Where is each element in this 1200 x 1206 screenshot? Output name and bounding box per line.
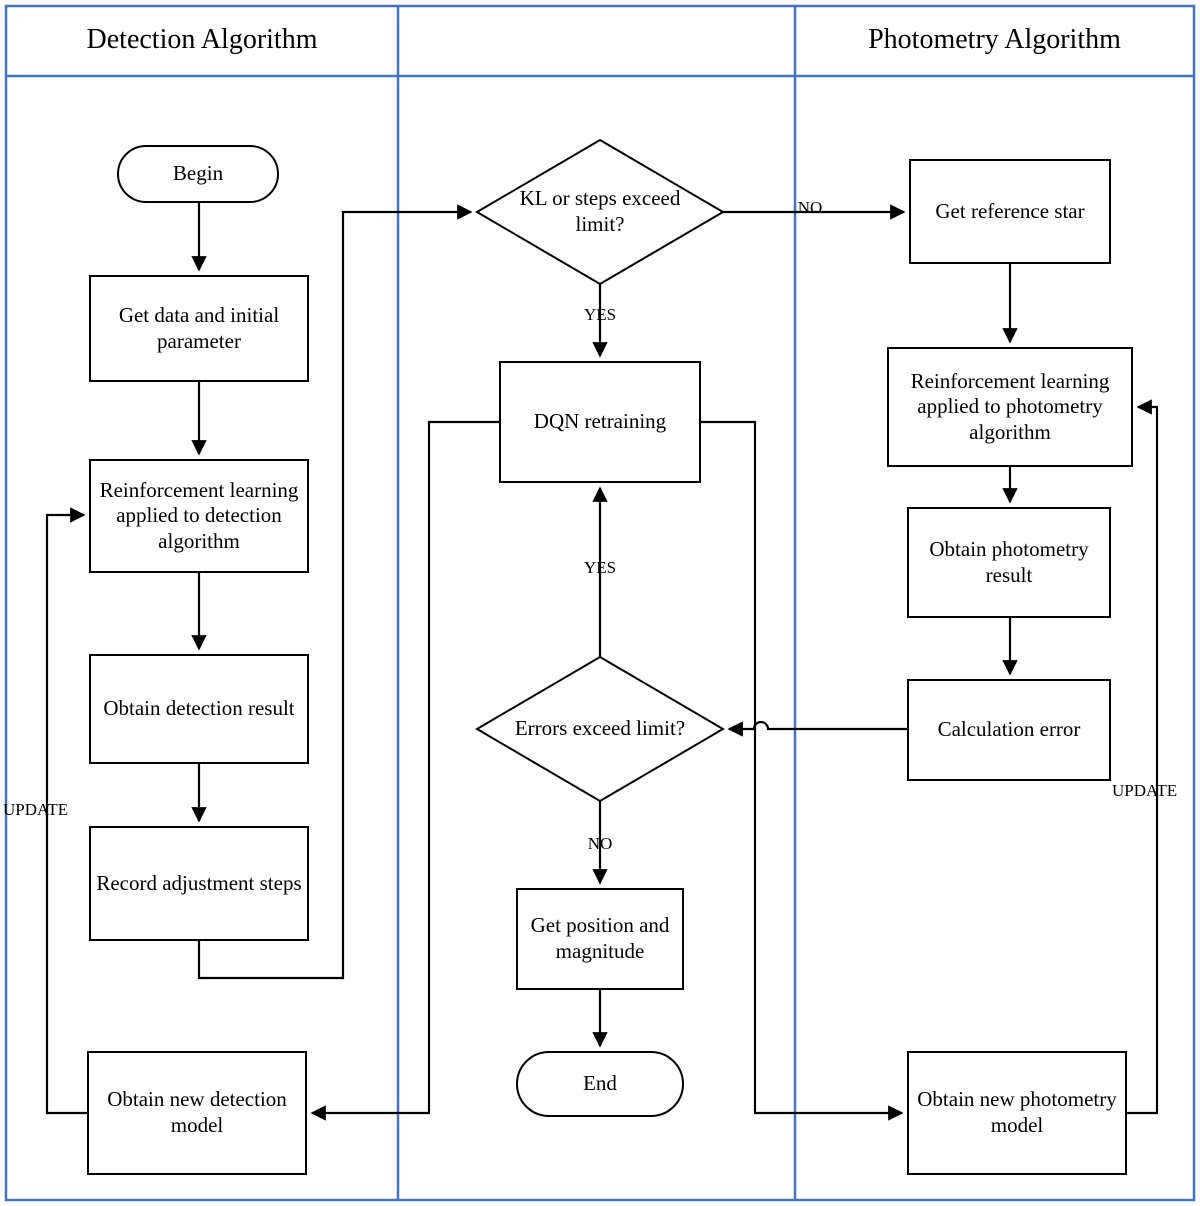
node-rl-photometry-shape[interactable] bbox=[887, 347, 1133, 467]
edge-dqn-to-obtain-new-detection-model bbox=[310, 420, 500, 1121]
node-rl-detection[interactable] bbox=[90, 460, 308, 572]
edge-update-left-loop bbox=[45, 507, 88, 1115]
edge-label-update-right: UPDATE bbox=[1112, 781, 1178, 800]
node-dqn-retraining-shape[interactable] bbox=[499, 361, 701, 483]
node-obtain-photometry-result-shape[interactable] bbox=[907, 507, 1111, 618]
node-errors-exceed[interactable] bbox=[477, 657, 723, 801]
node-begin[interactable] bbox=[118, 146, 278, 202]
edge-recordsteps-to-kl bbox=[197, 204, 473, 980]
edge-label-errors-no: NO bbox=[587, 834, 613, 853]
node-obtain-detection-result[interactable] bbox=[90, 655, 308, 763]
node-obtain-new-detection-model[interactable] bbox=[88, 1052, 306, 1174]
edge-label-kl-yes: YES bbox=[583, 305, 617, 324]
node-get-reference-star[interactable] bbox=[910, 160, 1110, 263]
node-rl-photometry[interactable] bbox=[888, 348, 1132, 466]
edge-calculation-error-to-errors bbox=[727, 720, 908, 737]
node-calculation-error-shape[interactable] bbox=[907, 679, 1111, 781]
edge-dqn-to-obtain-new-photometry-model bbox=[700, 420, 904, 1121]
swimlane-frame bbox=[4, 4, 1196, 1202]
edge-label-errors-yes: YES bbox=[583, 558, 617, 577]
edge-label-kl-no: NO bbox=[797, 198, 823, 217]
node-kl-or-steps[interactable] bbox=[477, 140, 723, 284]
node-end[interactable] bbox=[517, 1052, 683, 1116]
node-get-reference-star-shape[interactable] bbox=[909, 159, 1111, 264]
node-dqn-retraining[interactable] bbox=[500, 362, 700, 482]
node-rl-detection-shape[interactable] bbox=[89, 459, 309, 573]
node-get-data-shape[interactable] bbox=[89, 275, 309, 382]
node-obtain-new-detection-model-shape[interactable] bbox=[87, 1051, 307, 1175]
edge-update-right-loop bbox=[1126, 399, 1159, 1115]
node-calculation-error[interactable] bbox=[908, 680, 1110, 780]
lane-title-detection: Detection Algorithm bbox=[86, 24, 318, 55]
node-get-data[interactable] bbox=[90, 276, 308, 381]
node-record-steps[interactable] bbox=[90, 827, 308, 940]
node-obtain-new-photometry-model-shape[interactable] bbox=[907, 1051, 1127, 1175]
node-end-shape[interactable] bbox=[516, 1051, 684, 1117]
edge-label-update-left: UPDATE bbox=[3, 800, 69, 819]
node-obtain-new-photometry-model[interactable] bbox=[908, 1052, 1126, 1174]
node-get-position[interactable] bbox=[517, 889, 683, 989]
node-get-position-shape[interactable] bbox=[516, 888, 684, 990]
lane-title-photometry: Photometry Algorithm bbox=[868, 24, 1121, 55]
node-obtain-photometry-result[interactable] bbox=[908, 508, 1110, 617]
